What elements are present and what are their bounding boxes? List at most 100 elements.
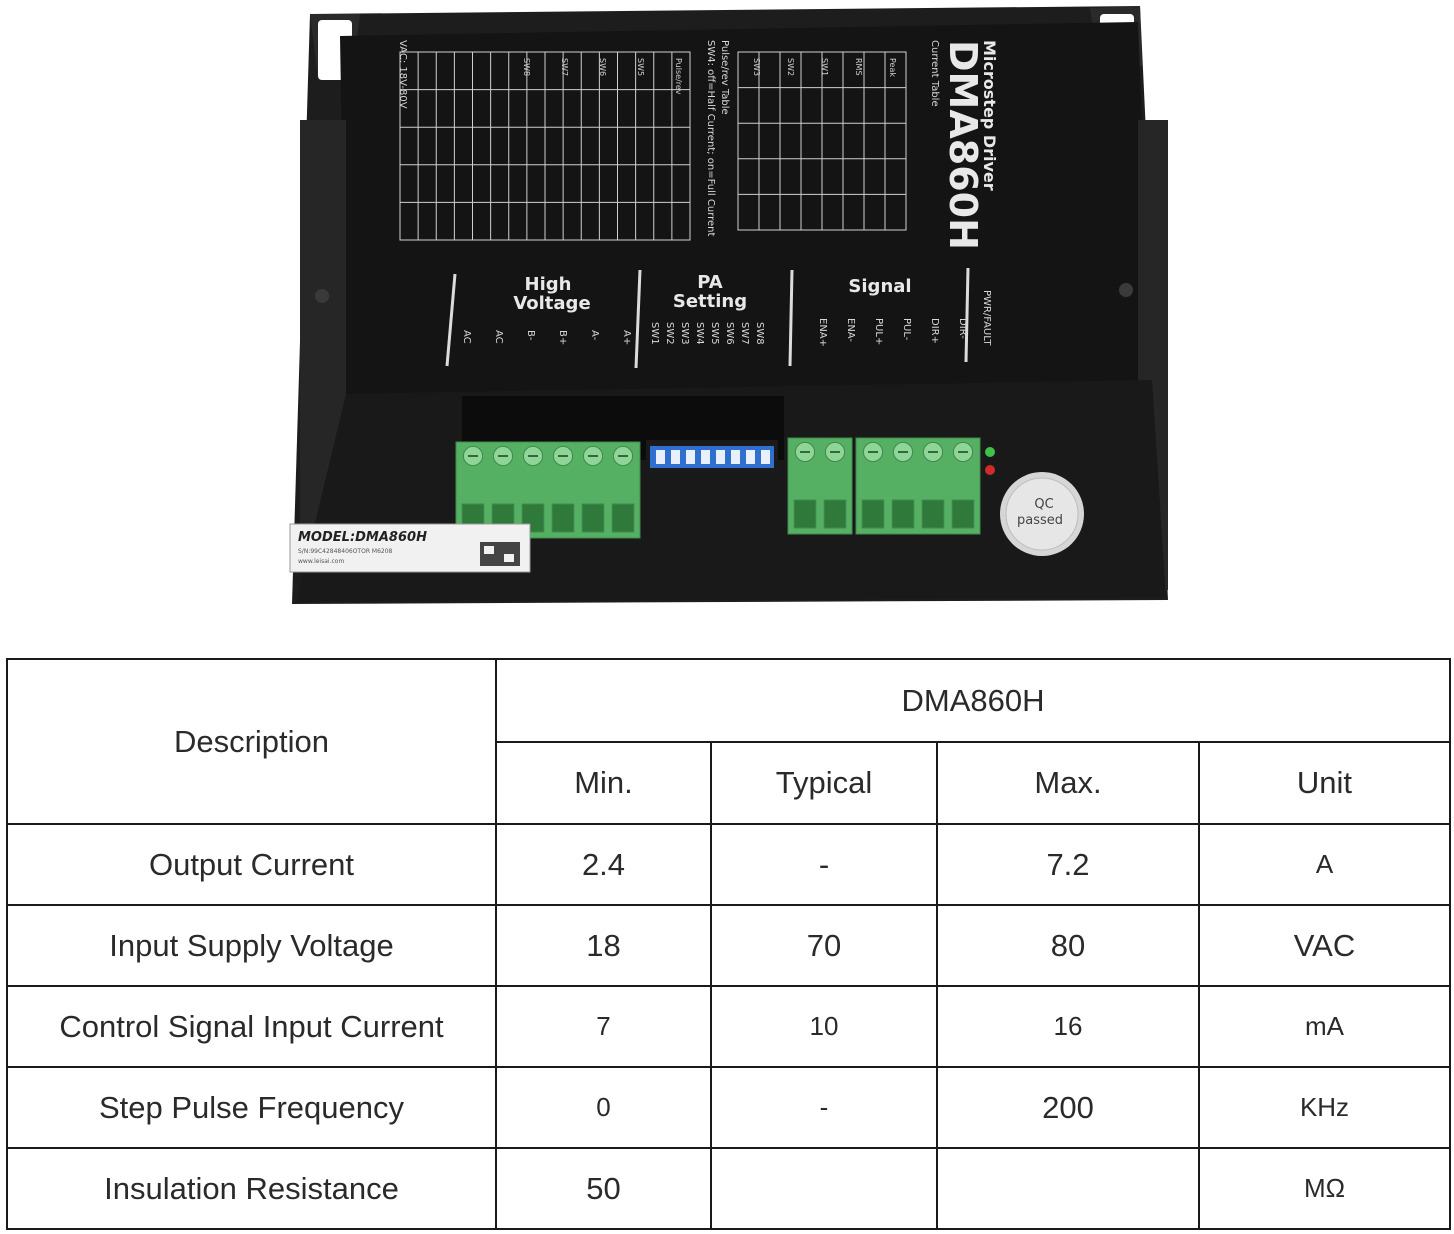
model-sticker: MODEL:DMA860H S/N:99C42848406OTOR M6208 … <box>289 523 531 573</box>
terminal-label: SW6 <box>724 322 735 345</box>
description-header: Description <box>6 658 497 825</box>
qc-line1: QC <box>1034 497 1053 512</box>
terminal-label: DIR- <box>957 318 968 339</box>
terminal-label: PUL+ <box>873 318 884 345</box>
terminal-label: B- <box>525 330 536 341</box>
dip-switch-key <box>746 450 755 464</box>
terminal-label: AC <box>461 330 472 344</box>
dip-switch-key <box>701 450 710 464</box>
row-name: Insulation Resistance <box>6 1147 497 1230</box>
table-row: Output Current 2.4 - 7.2 A <box>6 823 1451 906</box>
terminal-label: SW3 <box>679 322 690 345</box>
terminal-label: SW7 <box>739 322 750 345</box>
table-row: Control Signal Input Current 7 10 16 mA <box>6 985 1451 1068</box>
row-unit: A <box>1198 823 1451 906</box>
sticker-site: www.leisai.com <box>298 558 344 565</box>
terminal-label: ENA+ <box>817 318 828 347</box>
dip-switch-key <box>656 450 665 464</box>
screw-right <box>1119 283 1133 297</box>
pulse-table-grid: Pulse/rev SW5 SW6 SW7 SW8 <box>399 51 691 241</box>
row-max: 80 <box>936 904 1200 987</box>
dip-switch-bank <box>650 446 774 468</box>
current-table-header-cell: SW2 <box>786 58 795 76</box>
sw4-note: SW4: off=Half Current; on=Full Current <box>705 40 716 237</box>
table-row: Insulation Resistance 50 MΩ <box>6 1147 1451 1230</box>
row-unit: KHz <box>1198 1066 1451 1149</box>
terminal-label: SW8 <box>754 322 765 345</box>
terminal-label: SW2 <box>664 322 675 345</box>
signal-terminal-block-b <box>855 437 981 535</box>
vac-note: VAC: 18V-80V <box>397 40 408 109</box>
col-unit-header: Unit <box>1198 741 1451 825</box>
row-typical: - <box>710 1066 938 1149</box>
row-unit: mA <box>1198 985 1451 1068</box>
current-table-title: Current Table <box>929 40 940 107</box>
terminal-label: B+ <box>557 330 568 345</box>
row-typical: - <box>710 823 938 906</box>
subtitle-label: Microstep Driver <box>980 40 999 191</box>
col-max-header: Max. <box>936 741 1200 825</box>
current-table-header-cell: SW1 <box>820 58 829 76</box>
row-name: Output Current <box>6 823 497 906</box>
row-min: 50 <box>495 1147 712 1230</box>
row-min: 2.4 <box>495 823 712 906</box>
sticker-serial: S/N:99C42848406OTOR M6208 <box>298 548 393 555</box>
current-table-header-cell: Peak <box>888 58 897 77</box>
fault-led <box>985 465 995 475</box>
pulse-table-header-cell: SW8 <box>522 58 531 76</box>
terminal-label: SW5 <box>709 322 720 345</box>
high-voltage-terminal-block <box>455 441 641 539</box>
power-led <box>985 447 995 457</box>
table-row: Step Pulse Frequency 0 - 200 KHz <box>6 1066 1451 1149</box>
row-min: 7 <box>495 985 712 1068</box>
pulse-table-title: Pulse/rev Table <box>719 40 730 115</box>
model-sticker-text: MODEL:DMA860H <box>298 530 427 545</box>
terminal-label: A- <box>589 330 600 341</box>
product-photo: Microstep Driver DMA860H Current Table P… <box>289 6 1168 604</box>
current-table-header-cell: RMS <box>854 58 863 76</box>
row-name: Control Signal Input Current <box>6 985 497 1068</box>
current-table-header-cell: SW3 <box>752 58 761 76</box>
terminal-label: SW1 <box>649 322 660 345</box>
row-typical: 10 <box>710 985 938 1068</box>
brand-title: DMA860H <box>941 40 985 250</box>
qc-passed-seal: QC passed <box>1000 472 1084 556</box>
row-max: 16 <box>936 985 1200 1068</box>
terminal-label: DIR+ <box>929 318 940 344</box>
row-max <box>936 1147 1200 1230</box>
row-min: 0 <box>495 1066 712 1149</box>
dip-switch-key <box>761 450 770 464</box>
pulse-table-header-cell: Pulse/rev <box>674 58 683 95</box>
col-min-header: Min. <box>495 741 712 825</box>
group-signal: Signal <box>848 276 911 297</box>
col-typical-header: Typical <box>710 741 938 825</box>
dip-switch-key <box>716 450 725 464</box>
row-min: 18 <box>495 904 712 987</box>
signal-terminal-labels: ENA+ ENA- PUL+ PUL- DIR+ DIR- <box>817 318 968 347</box>
stepper-driver-image: Microstep Driver DMA860H Current Table P… <box>289 6 1168 604</box>
terminal-label: ENA- <box>845 318 856 342</box>
row-typical <box>710 1147 938 1230</box>
row-typical: 70 <box>710 904 938 987</box>
table-row: Input Supply Voltage 18 70 80 VAC <box>6 904 1451 987</box>
pulse-table-header-cell: SW6 <box>598 58 607 76</box>
dip-switch-key <box>671 450 680 464</box>
terminal-label: AC <box>493 330 504 344</box>
pulse-table-header-cell: SW5 <box>636 58 645 76</box>
screw-left <box>315 289 329 303</box>
row-max: 200 <box>936 1066 1200 1149</box>
pulse-table-header-cell: SW7 <box>560 58 569 76</box>
row-unit: VAC <box>1198 904 1451 987</box>
row-name: Input Supply Voltage <box>6 904 497 987</box>
current-table-grid: Peak RMS SW1 SW2 SW3 <box>737 51 907 231</box>
model-header: DMA860H <box>495 658 1451 743</box>
row-unit: MΩ <box>1198 1147 1451 1230</box>
row-max: 7.2 <box>936 823 1200 906</box>
terminal-label: PUL- <box>901 318 912 341</box>
qc-line2: passed <box>1017 513 1063 528</box>
dip-switch-key <box>731 450 740 464</box>
